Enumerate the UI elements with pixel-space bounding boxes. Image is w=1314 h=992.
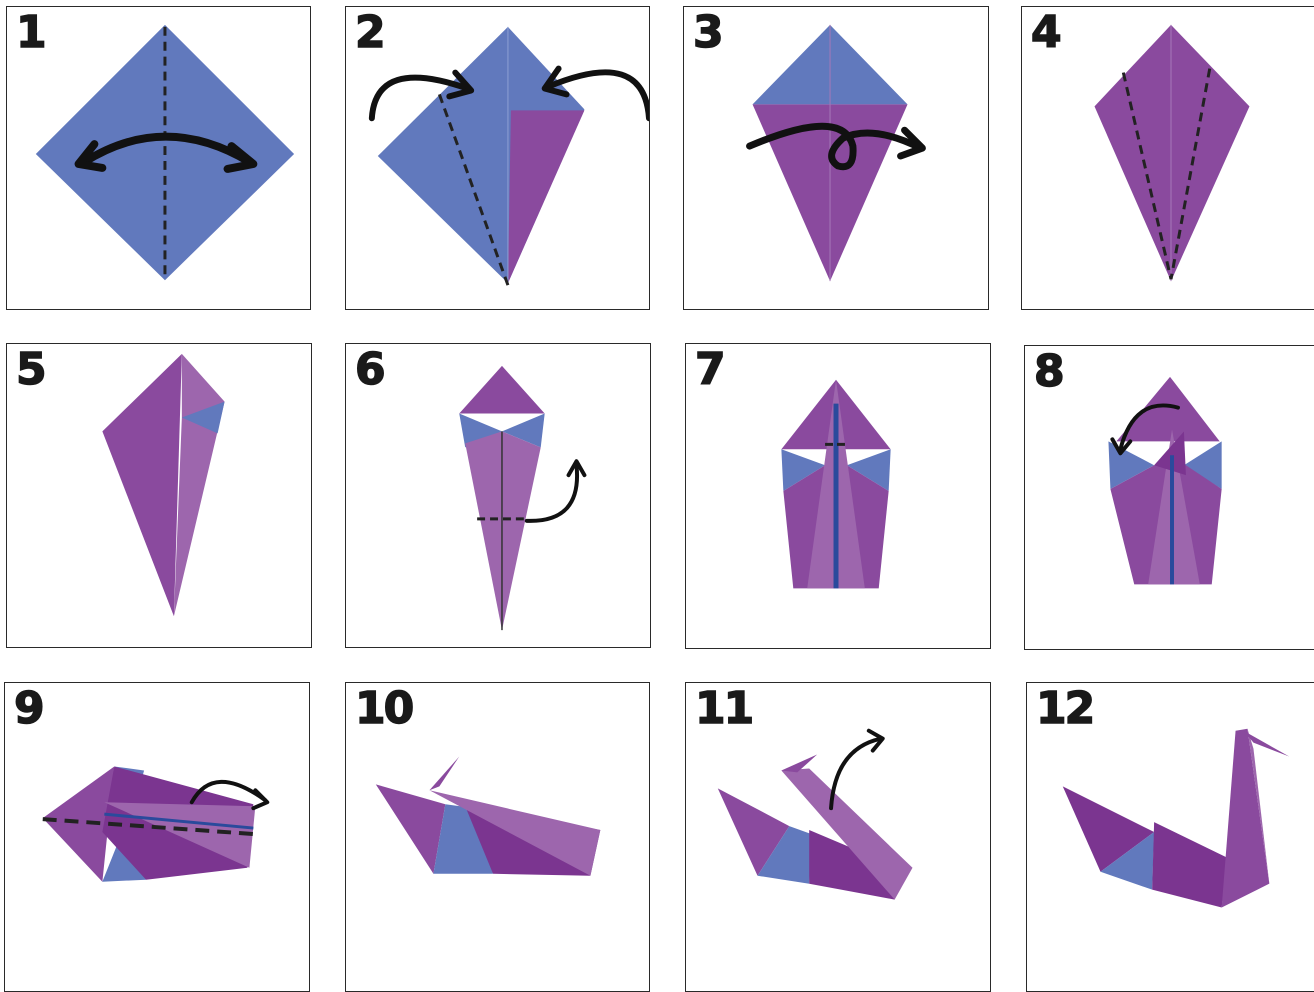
step-4-panel: 4 xyxy=(1021,6,1314,310)
step-11-panel: 11 xyxy=(685,682,991,992)
body xyxy=(465,431,541,630)
folded-flap xyxy=(508,110,584,283)
step-7-illustration xyxy=(686,344,990,648)
step-number: 7 xyxy=(695,346,724,394)
kite-left xyxy=(102,354,181,616)
paper-left xyxy=(378,27,508,283)
step-number: 12 xyxy=(1036,685,1093,733)
head xyxy=(781,755,817,773)
step-2-panel: 2 xyxy=(345,6,650,310)
step-8-illustration xyxy=(1025,346,1314,649)
step-7-panel: 7 xyxy=(685,343,991,649)
step-2-illustration xyxy=(346,7,649,309)
step-number: 1 xyxy=(16,9,45,57)
top-triangle xyxy=(459,366,544,414)
step-5-panel: 5 xyxy=(6,343,312,648)
step-6-illustration xyxy=(346,344,650,647)
step-number: 2 xyxy=(355,9,384,57)
step-number: 4 xyxy=(1031,9,1060,57)
left-wing xyxy=(43,766,115,881)
step-5-illustration xyxy=(7,344,311,647)
head xyxy=(429,757,459,791)
step-number: 9 xyxy=(14,685,43,733)
top-triangle xyxy=(1116,377,1219,442)
step-3-illustration xyxy=(684,7,988,309)
step-3-panel: 3 xyxy=(683,6,989,310)
kite-right xyxy=(174,354,225,616)
step-number: 3 xyxy=(693,9,722,57)
step-number: 5 xyxy=(16,346,45,394)
step-10-panel: 10 xyxy=(345,682,650,992)
step-12-panel: 12 xyxy=(1026,682,1314,992)
kite xyxy=(1095,25,1250,281)
step-number: 8 xyxy=(1034,348,1063,396)
step-number: 6 xyxy=(355,346,384,394)
step-6-panel: 6 xyxy=(345,343,651,648)
step-1-illustration xyxy=(7,7,310,309)
tail xyxy=(376,784,446,873)
step-9-panel: 9 xyxy=(4,682,310,992)
neck xyxy=(1222,729,1270,908)
step-4-illustration xyxy=(1022,7,1314,309)
step-number: 11 xyxy=(695,685,752,733)
body xyxy=(1152,822,1227,907)
step-1-panel: 1 xyxy=(6,6,311,310)
step-8-panel: 8 xyxy=(1024,345,1314,650)
step-number: 10 xyxy=(355,685,412,733)
step-9-illustration xyxy=(5,683,309,991)
